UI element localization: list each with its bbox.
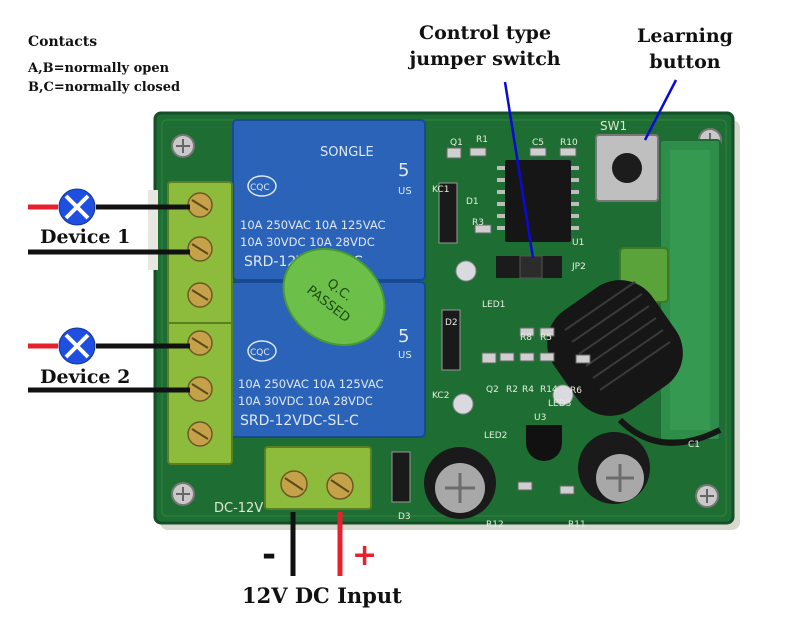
relay-1-rating1: 10A 250VAC 10A 125VAC [240,218,386,232]
learning-button [595,134,659,202]
smd-components [446,147,591,495]
contacts-line-no: A,B=normally open [28,61,170,76]
diode-d2 [441,309,461,371]
silkscreen-label: R1 [476,135,488,145]
jumper-callout-arrow [503,81,535,259]
led-1 [455,260,477,282]
relay-1-number: 5 [398,160,409,181]
diode-d1 [438,182,458,244]
silkscreen-label: R5 [540,333,552,343]
silkscreen-label: LED2 [484,431,508,441]
silkscreen-label: R11 [568,520,586,530]
silkscreen-label: C1 [688,440,701,450]
silkscreen-label: D2 [445,318,458,328]
silkscreen-label: KC2 [432,391,450,401]
learning-callout-arrow [643,79,678,141]
dc-label: DC-12V [214,501,263,516]
relay-1-brand: SONGLE [320,145,374,160]
silkscreen-label: LED3 [548,399,572,409]
silkscreen-label: Q2 [486,385,499,395]
silkscreen-label: R8 [520,333,532,343]
silkscreen-label: R2 [506,385,518,395]
dc-terminal-block [264,446,372,510]
device-2-label: Device 2 [40,366,131,388]
silkscreen-label: R12 [486,520,504,530]
jumper-header [496,255,562,279]
silkscreen-label: R14 [540,385,558,395]
capacitor-2 [578,432,650,504]
relay-1-rating2: 10A 30VDC 10A 28VDC [240,235,375,249]
relay-2-us: US [398,350,412,361]
silkscreen-label: KC1 [432,185,450,195]
device-1-label: Device 1 [40,226,131,248]
silkscreen-label: C5 [532,138,545,148]
silkscreen-label: R10 [560,138,578,148]
qc-passed-sticker: Q.C. PASSED [282,247,386,347]
contacts-title: Contacts [28,34,98,50]
silkscreen-label: R4 [522,385,534,395]
relay-1-us: US [398,186,412,197]
led-3 [552,384,574,406]
antenna-coil [547,280,722,446]
relay-2-cert: CQC [250,348,270,358]
capacitor-1 [424,447,496,519]
learning-line2: button [649,51,721,73]
silkscreen-label: R6 [570,386,582,396]
relay-2-model: SRD-12VDC-SL-C [240,413,359,429]
led-2 [452,393,474,415]
contacts-line-nc: B,C=normally closed [28,80,181,95]
device-1-wiring [28,188,190,255]
relay-2-rating1: 10A 250VAC 10A 125VAC [238,377,384,391]
relay-2-number: 5 [398,326,409,347]
silkscreen-label: JP2 [572,262,586,272]
control-type-line1: Control type [418,22,552,44]
silkscreen-label: LED1 [482,300,506,310]
minus-sign: - [262,535,277,575]
silkscreen-label: U1 [572,238,585,248]
silkscreen-label: U3 [534,413,547,423]
relay-2-rating2: 10A 30VDC 10A 28VDC [238,394,373,408]
silkscreen-label: D1 [466,197,479,207]
plus-sign: + [352,538,378,573]
learning-button-callout: Learning button [630,23,740,75]
diode-d3 [391,451,411,503]
regulator-u3 [526,425,562,461]
silkscreen-label: R3 [472,218,484,228]
relay-1-cert: CQC [250,183,270,193]
dc-input-label: 12V DC Input [242,583,402,608]
silkscreen-label: Q1 [450,138,463,148]
control-type-line2: jumper switch [409,48,561,70]
sw1-label: SW1 [600,119,627,133]
learning-line1: Learning [637,25,733,47]
control-type-callout: Control type jumper switch [405,20,565,72]
silkscreen-label: D3 [398,512,411,522]
device-2-wiring [28,327,190,393]
